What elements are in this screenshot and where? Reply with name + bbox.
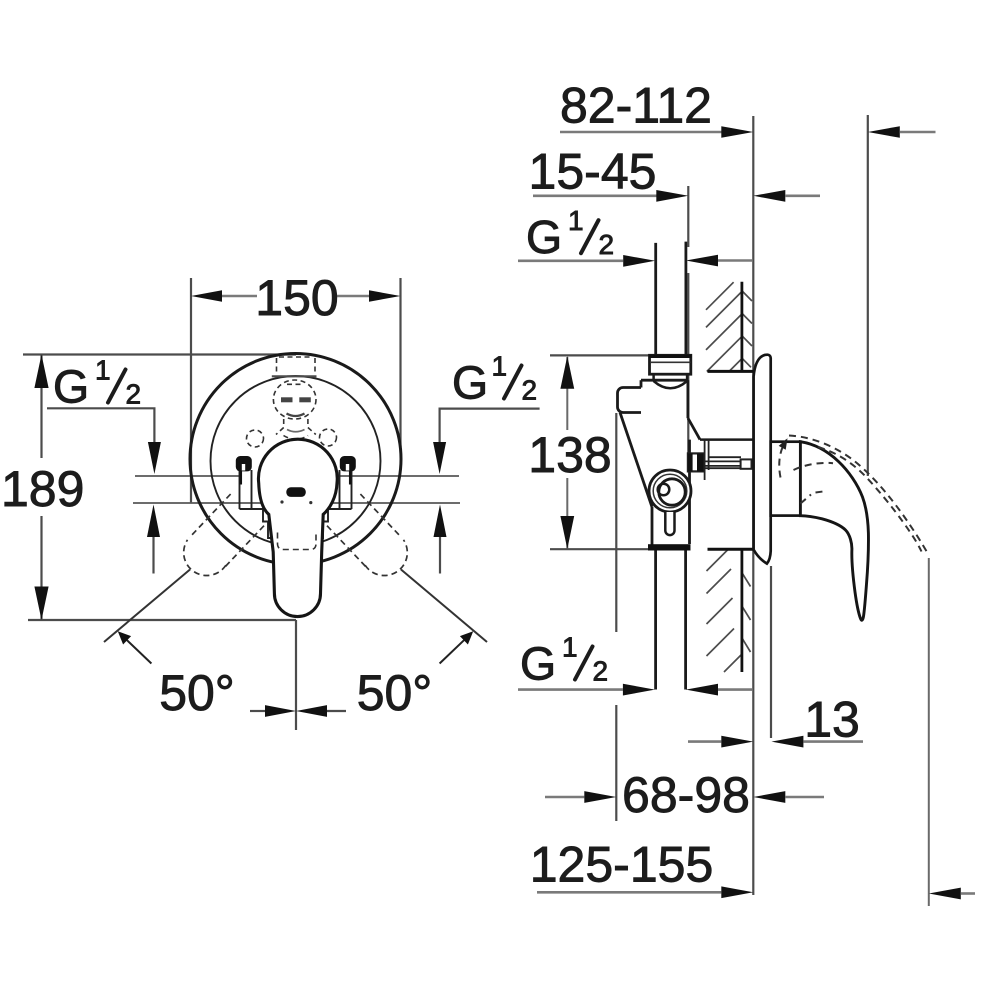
svg-text:1: 1 [568, 205, 584, 236]
svg-text:13: 13 [804, 692, 860, 748]
svg-text:150: 150 [255, 270, 338, 326]
svg-text:50°: 50° [357, 665, 433, 721]
svg-text:2: 2 [126, 379, 142, 410]
svg-text:G: G [53, 361, 89, 413]
svg-text:68-98: 68-98 [622, 767, 750, 823]
svg-text:189: 189 [1, 461, 84, 517]
svg-text:125-155: 125-155 [530, 837, 714, 893]
svg-text:G: G [526, 211, 562, 263]
svg-text:138: 138 [528, 427, 611, 483]
svg-text:2: 2 [593, 656, 609, 687]
svg-text:G: G [520, 638, 556, 690]
svg-text:1: 1 [95, 355, 111, 386]
svg-text:2: 2 [522, 375, 538, 406]
svg-text:15-45: 15-45 [529, 144, 657, 200]
svg-text:2: 2 [599, 229, 615, 260]
svg-text:G: G [452, 357, 488, 409]
svg-text:50°: 50° [159, 665, 235, 721]
svg-text:1: 1 [562, 632, 578, 663]
svg-text:82-112: 82-112 [560, 78, 712, 134]
svg-text:1: 1 [492, 351, 508, 382]
